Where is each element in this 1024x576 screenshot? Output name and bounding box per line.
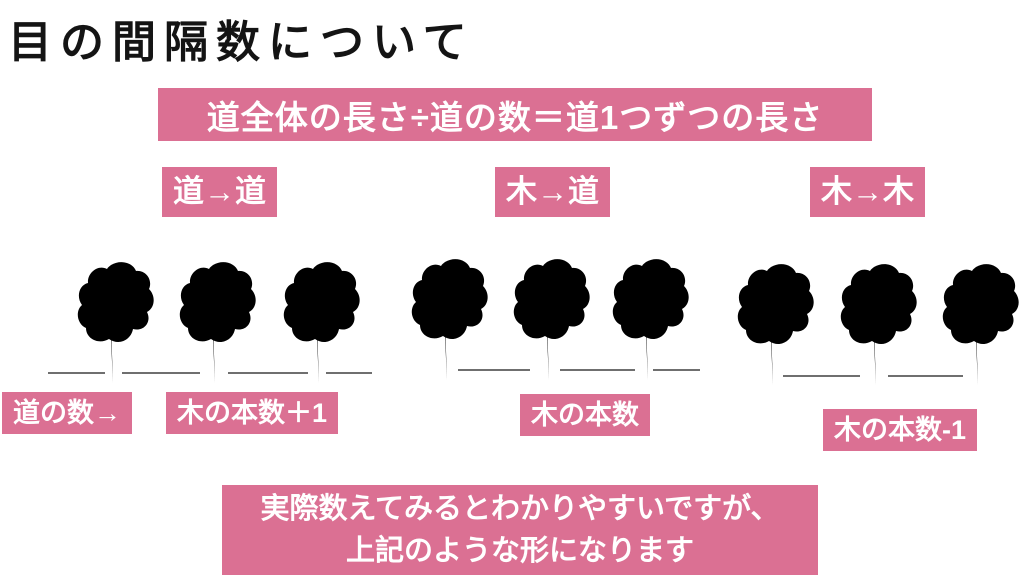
group-caption-trees-minus-1: 木の本数-1 [823, 409, 978, 451]
group-header-tree-tree: 木→木 [810, 167, 925, 217]
formula-banner: 道全体の長さ÷道の数＝道1つずつの長さ [158, 88, 872, 141]
tree-icon [737, 264, 814, 385]
tree-icon [513, 259, 590, 380]
group-caption-trees: 木の本数 [520, 394, 650, 436]
row-label-path-count: 道の数→ [2, 392, 132, 434]
ground-line [228, 372, 308, 374]
tree-icon [942, 264, 1019, 385]
tree-icon [283, 262, 360, 383]
ground-line [653, 369, 700, 371]
ground-line [888, 375, 963, 377]
group-caption-trees-plus-1: 木の本数＋1 [166, 392, 339, 434]
ground-line [122, 372, 200, 374]
tree-icon [77, 262, 154, 383]
tree-icon [840, 264, 917, 385]
group-header-tree-road: 木→道 [495, 167, 610, 217]
ground-line [560, 369, 635, 371]
bottom-note-line1: 実際数えてみるとわかりやすいですが、 [260, 493, 780, 525]
tree-icon [612, 259, 689, 380]
ground-line [458, 369, 530, 371]
ground-line [783, 375, 860, 377]
ground-line [326, 372, 372, 374]
tree-icon [411, 259, 488, 380]
group-header-road-road: 道→道 [162, 167, 277, 217]
page-title: 目の間隔数について [8, 18, 475, 67]
tree-icon [179, 262, 256, 383]
bottom-note: 実際数えてみるとわかりやすいですが、 上記のような形になります [222, 485, 818, 575]
bottom-note-line2: 上記のような形になります [345, 535, 694, 567]
ground-line [48, 372, 105, 374]
